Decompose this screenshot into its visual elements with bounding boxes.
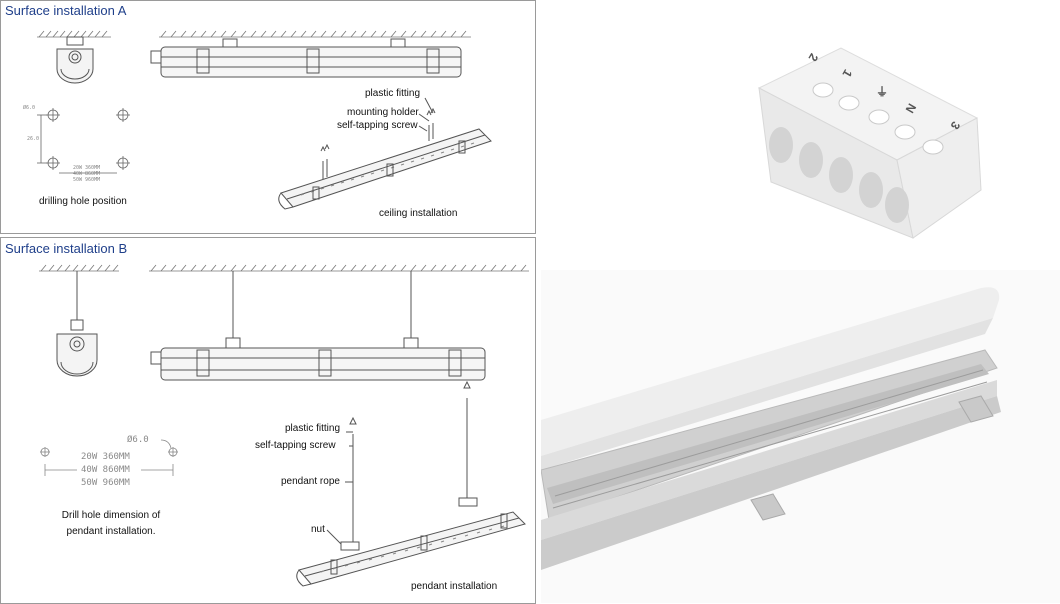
dim-40w-b: 40W 860MM [81,465,130,475]
fixture-side-view-a [150,38,462,78]
ceiling-hatch-right-b [149,264,529,272]
fixture-isometric-pendant [296,380,526,587]
fixture-side-view-b [150,271,486,381]
panel-a-drawing [37,30,492,210]
terminal-openings [769,127,909,223]
product-photos: 2 1 ⏚ N 3 [541,47,1001,570]
led-batten-fixture [541,287,1001,570]
label-pendant-installation: pendant installation [411,581,498,592]
label-ceiling-installation: ceiling installation [379,208,458,219]
drilling-hole-diagram [37,108,130,174]
panel-b-drawing [39,264,529,587]
dim-hole-b: Ø6.0 [127,435,149,445]
terminal-connector-block: 2 1 ⏚ N 3 [757,47,982,239]
fixture-end-view-b [56,271,98,377]
ceiling-hatch-right [159,30,471,38]
panel-b-title: Surface installation B [5,241,128,256]
connector-mark-2: ⏚ [876,85,888,99]
panel-surface-installation-b: Surface installation B plastic fitting s… [0,237,536,604]
dim-hole-a: Ø6.0 [23,105,36,111]
label-nut: nut [311,524,325,535]
fixture-end-view-a [56,36,94,84]
panel-surface-installation-a: Surface installation A plastic fitting m… [0,0,536,234]
dim-spacing-a: 26.0 [27,136,40,142]
dim-50w-a: 50W 960MM [73,177,101,183]
terminal-levers [812,82,944,155]
label-pendant-rope: pendant rope [281,476,340,487]
dim-20w-b: 20W 360MM [81,452,130,462]
label-plastic-fitting-a: plastic fitting [365,88,421,99]
product-photo-area: 2 1 ⏚ N 3 [541,0,1060,603]
dim-50w-b: 50W 960MM [81,478,130,488]
led-strip-lines [552,369,988,509]
ceiling-hatch-left-b [39,264,119,272]
ceiling-hatch-left [37,30,111,38]
caption-drill-hole-1: Drill hole dimension of [61,510,161,521]
caption-drill-hole-2: pendant installation. [66,526,156,537]
drill-hole-pendant-diagram [40,439,178,476]
label-plastic-fitting-b: plastic fitting [285,423,341,434]
label-drilling-hole-position: drilling hole position [39,196,127,207]
dim-20w-a: 20W 360MM [73,165,101,171]
label-mounting-holder-a: mounting holder [347,107,419,118]
panel-a-title: Surface installation A [5,3,127,18]
fixture-isometric-ceiling [278,97,492,210]
dim-40w-a: 40W 860MM [73,171,101,177]
label-self-tapping-screw-a: self-tapping screw [337,120,418,131]
label-self-tapping-screw-b: self-tapping screw [255,440,336,451]
